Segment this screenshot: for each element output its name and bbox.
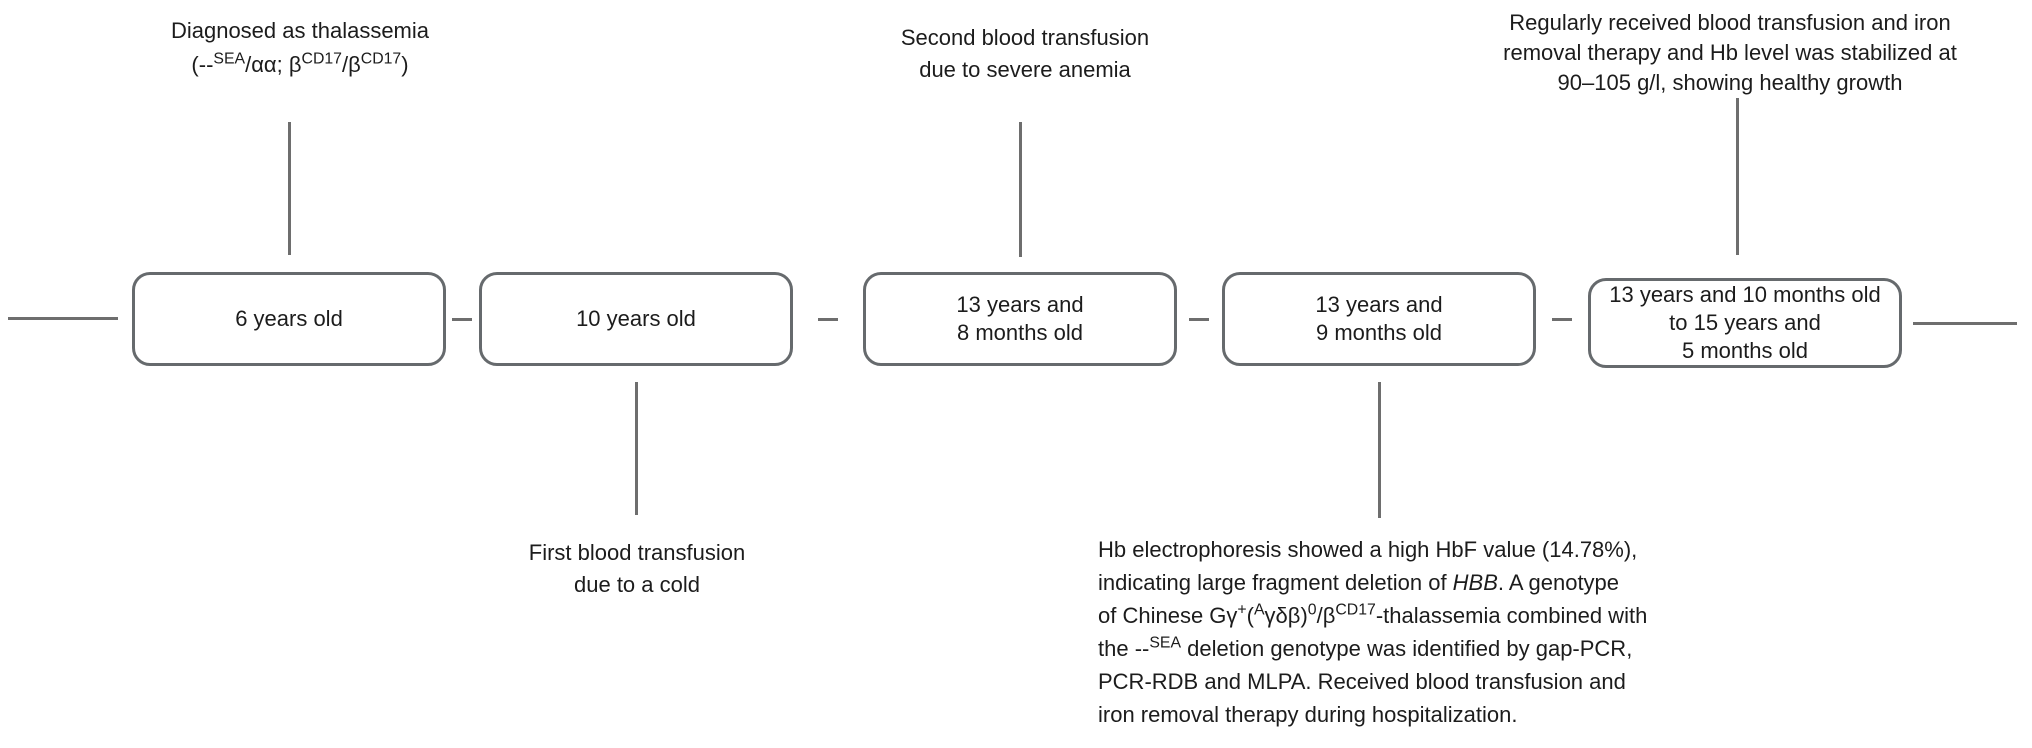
timeline-dash: [1189, 318, 1209, 321]
timeline-box-label: 6 years old: [235, 306, 343, 331]
annotation-diagnosis: Diagnosed as thalassemia(--SEA/αα; βCD17…: [170, 18, 430, 77]
timeline-box-label: 10 years old: [576, 306, 696, 331]
timeline-dash: [1552, 318, 1572, 321]
timeline-dash: [452, 318, 472, 321]
connector-diagnosis: [288, 122, 291, 255]
connector-hb-electrophoresis: [1378, 382, 1381, 518]
timeline-box-10-years-old: 10 years old: [479, 272, 793, 366]
connector-first-transfusion: [635, 382, 638, 515]
connector-second-transfusion: [1019, 122, 1022, 257]
annotation-regular-transfusion: Regularly received blood transfusion and…: [1503, 10, 1957, 95]
timeline-end-line: [1913, 322, 2017, 325]
timeline-start-line: [8, 317, 118, 320]
annotation-hb-electrophoresis: Hb electrophoresis showed a high HbF val…: [1098, 537, 1648, 727]
timeline-box-6-years-old: 6 years old: [132, 272, 446, 366]
connector-regular-transfusion: [1736, 98, 1739, 255]
timeline-dash: [818, 318, 838, 321]
